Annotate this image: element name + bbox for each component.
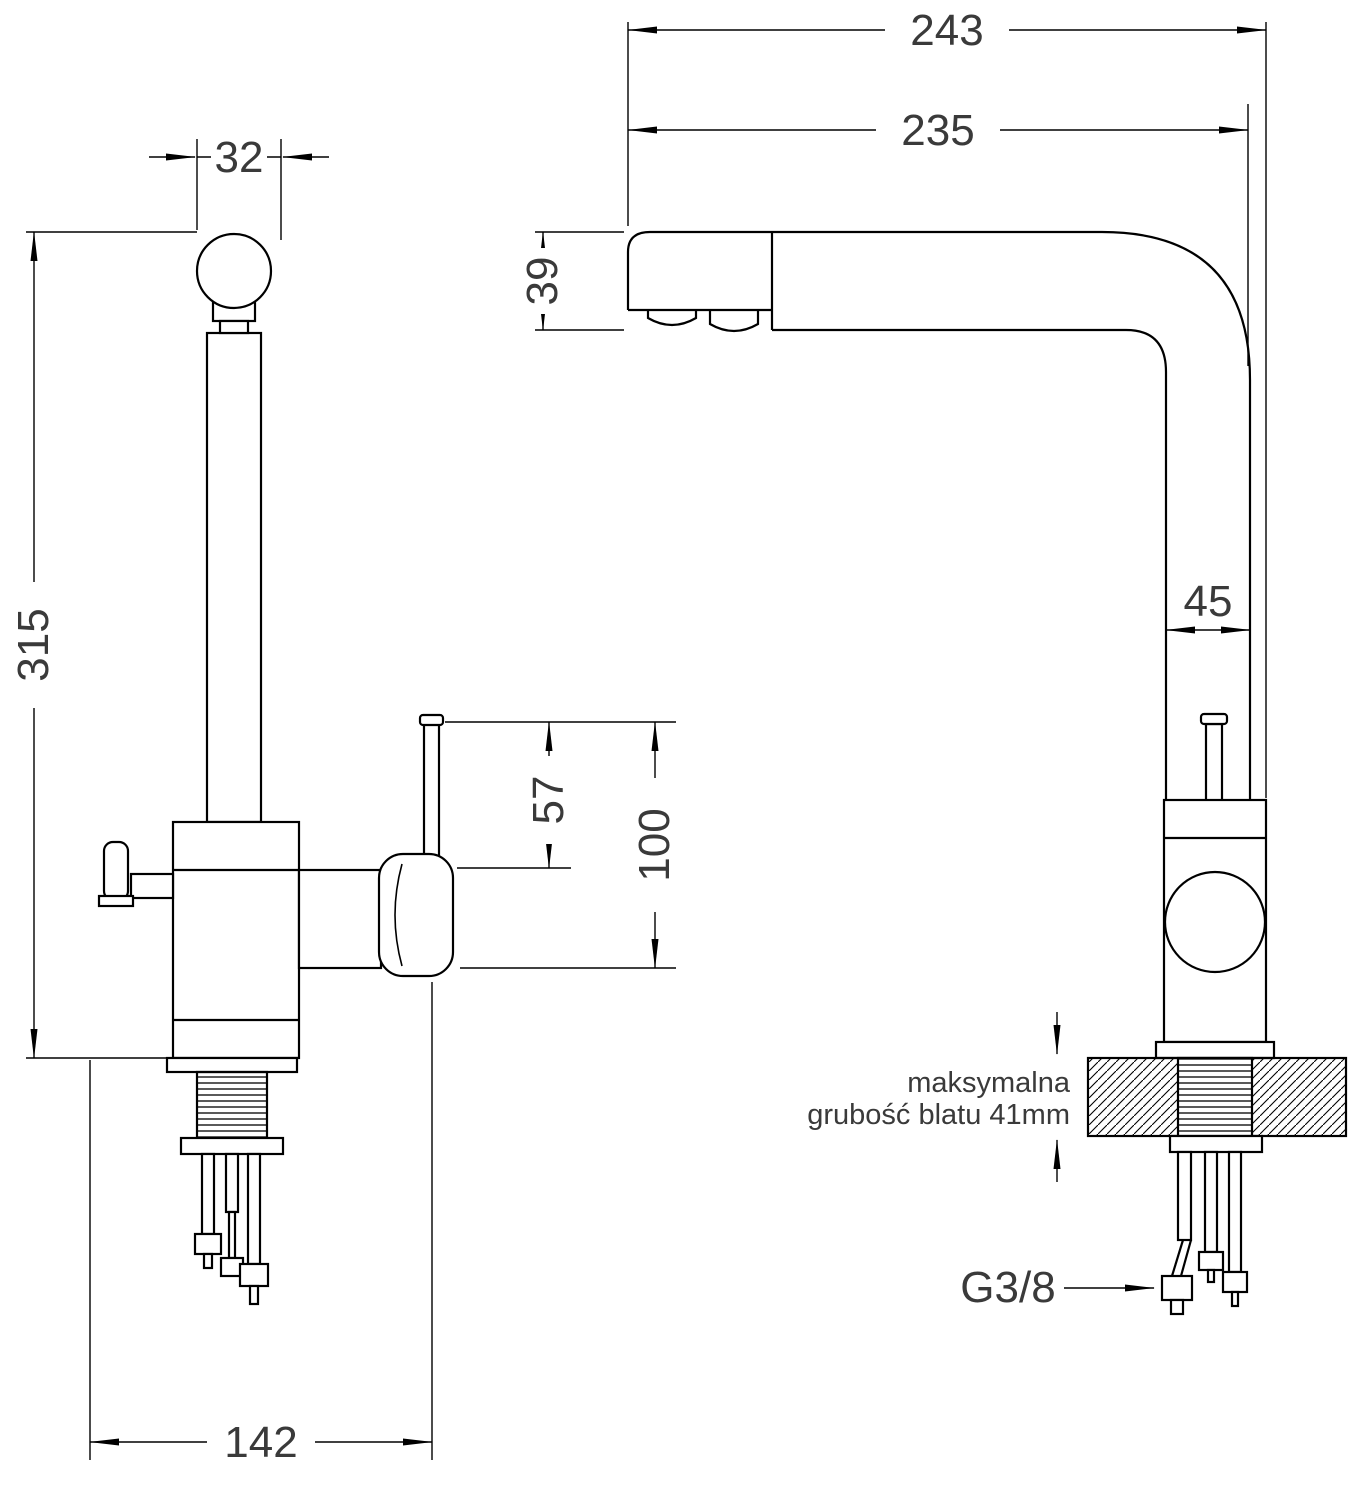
dim-32-label: 32 <box>215 133 264 182</box>
front-handle-rod <box>422 722 441 858</box>
label-mask <box>12 582 56 708</box>
dim-39: 39 <box>518 231 624 331</box>
side-hose1-tube <box>1203 1150 1219 1254</box>
dim-243-label: 243 <box>910 6 983 55</box>
label-mask <box>207 1420 315 1464</box>
front-filter-lever-pin <box>102 840 130 902</box>
side-g38-tip <box>1169 1298 1185 1316</box>
side-hose1-nut <box>1197 1250 1225 1272</box>
side-spout-outer <box>626 230 1252 800</box>
dim-235: 235 <box>627 104 1249 366</box>
front-body <box>171 820 301 1060</box>
dim-243: 243 <box>627 6 1267 798</box>
front-column <box>205 331 263 824</box>
dim-57-100: 57 100 <box>445 721 679 969</box>
side-view <box>626 230 1348 1316</box>
side-g38-nut <box>1160 1274 1194 1302</box>
dim-57-label: 57 <box>524 776 573 825</box>
thread-size-label: G3/8 <box>960 1263 1055 1312</box>
dim-235-label: 235 <box>901 106 974 155</box>
side-body <box>1162 798 1268 1044</box>
side-elbow-line2 <box>1179 1239 1193 1277</box>
dim-315-label: 315 <box>9 608 58 681</box>
side-hose1-tip <box>1206 1268 1216 1284</box>
front-hose1-thin <box>227 1210 237 1260</box>
label-mask <box>876 108 1000 152</box>
countertop-note-line2: grubość blatu 41mm <box>807 1099 1070 1131</box>
front-stud-tube <box>200 1152 216 1236</box>
dim-100-label: 100 <box>630 808 679 881</box>
side-hose2-nut <box>1221 1270 1249 1294</box>
dim-45: 45 <box>1165 577 1251 634</box>
dim-39-label: 39 <box>518 257 567 306</box>
label-mask <box>527 756 571 844</box>
side-handle-rod-cap <box>1199 712 1229 726</box>
label-mask <box>885 8 1009 52</box>
front-view <box>97 232 455 1306</box>
front-base-flange <box>165 1056 299 1074</box>
dim-142: 142 <box>89 982 433 1467</box>
front-hose1-tube <box>224 1152 240 1214</box>
side-elbow-line1 <box>1170 1239 1185 1277</box>
side-handle-rod <box>1204 722 1224 806</box>
side-hose2-tip <box>1230 1290 1240 1308</box>
front-locknut <box>179 1136 285 1156</box>
side-locknut <box>1168 1134 1264 1154</box>
front-stud-tip <box>202 1252 214 1270</box>
front-filter-lever-link <box>129 872 175 900</box>
side-aerator-rear <box>708 310 760 333</box>
front-aerator <box>218 319 250 335</box>
countertop-note: maksymalna grubość blatu 41mm <box>807 1012 1071 1182</box>
label-mask <box>633 778 677 912</box>
front-thread-shank <box>195 1070 269 1140</box>
thread-callout: G3/8 <box>960 1263 1155 1312</box>
side-base-flange <box>1154 1040 1276 1060</box>
label-mask <box>211 135 267 179</box>
dim-142-label: 142 <box>224 1418 297 1467</box>
front-handle-rod-cap <box>418 713 445 727</box>
side-hose2-tube <box>1227 1150 1243 1274</box>
side-aerator-front <box>646 310 698 327</box>
front-hose2-tip <box>248 1284 260 1306</box>
front-handle-connector <box>297 868 383 970</box>
front-stud-nut <box>193 1232 223 1256</box>
side-spout-inner <box>772 328 1168 800</box>
front-handle-curve <box>394 863 403 967</box>
front-hose2-tube <box>246 1152 262 1266</box>
countertop-note-line1: maksymalna <box>907 1067 1071 1099</box>
side-body-circle <box>1163 870 1267 974</box>
dim-45-label: 45 <box>1184 577 1233 626</box>
dim-32: 32 <box>149 133 329 240</box>
front-filter-lever-base <box>97 894 135 908</box>
side-stud-tube <box>1176 1150 1193 1242</box>
side-thread-shank <box>1176 1056 1254 1138</box>
front-hose2-nut <box>238 1262 270 1288</box>
dim-315: 315 <box>9 231 197 1059</box>
label-mask <box>521 248 565 314</box>
front-handle-body <box>377 852 455 978</box>
front-spout-cap <box>195 232 273 310</box>
